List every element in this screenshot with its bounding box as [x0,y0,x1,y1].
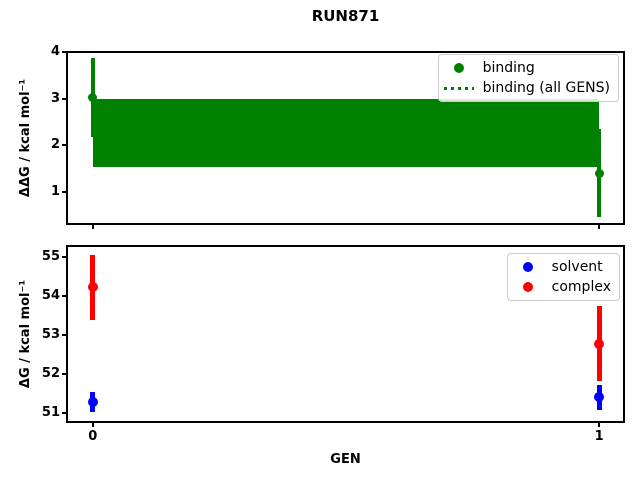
solvent-data-point [87,396,98,407]
y-tick-label: 51 [41,404,60,420]
x-tick-label: 0 [88,429,98,444]
x-tick [598,423,601,427]
legend-label: solvent [551,259,603,275]
binding-data-point [594,168,604,178]
y-tick-label: 55 [41,249,60,265]
legend-label: binding (all GENS) [482,80,610,96]
complex-marker-icon [512,282,544,292]
solvent-marker-icon [512,262,544,272]
top-subplot: binding binding (all GENS) 1 2 3 4 [51,44,625,229]
top-legend: binding binding (all GENS) [437,54,619,102]
figure-title: RUN871 [311,7,380,25]
y-tick [62,256,66,259]
x-tick [91,225,94,229]
all-gens-band [92,99,600,168]
solvent-data-point [594,392,605,403]
legend-label: binding [482,60,535,76]
x-tick-label: 1 [594,429,604,444]
y-tick-label: 53 [41,326,60,342]
y-tick [62,295,66,298]
legend-item-binding: binding [443,58,610,78]
y-tick [62,411,66,414]
y-tick-label: 3 [50,90,60,106]
y-tick [62,51,66,54]
x-tick [91,423,94,427]
x-tick [598,225,601,229]
y-tick [62,372,66,375]
binding-marker-icon [443,63,475,73]
dotted-line-icon [443,86,475,90]
y-tick-label: 1 [50,183,60,199]
y-tick-label: 52 [41,365,60,381]
bottom-legend: solvent complex [506,253,620,301]
complex-data-point [594,338,605,349]
legend-item-complex: complex [512,277,611,297]
y-tick [62,190,66,193]
legend-item-binding-all-gens: binding (all GENS) [443,78,610,98]
complex-data-point [87,282,98,293]
x-axis-label: GEN [330,452,361,467]
bottom-subplot: solvent complex 51 52 53 54 55 0 1 [42,245,625,444]
y-tick-label: 4 [50,44,60,60]
legend-item-solvent: solvent [512,257,611,277]
y-tick-label: 54 [41,288,60,304]
y-tick [62,144,66,147]
legend-label: complex [551,279,611,295]
y-tick [62,97,66,100]
y-tick [62,333,66,336]
y-tick-label: 2 [50,137,60,153]
binding-data-point [88,93,98,103]
